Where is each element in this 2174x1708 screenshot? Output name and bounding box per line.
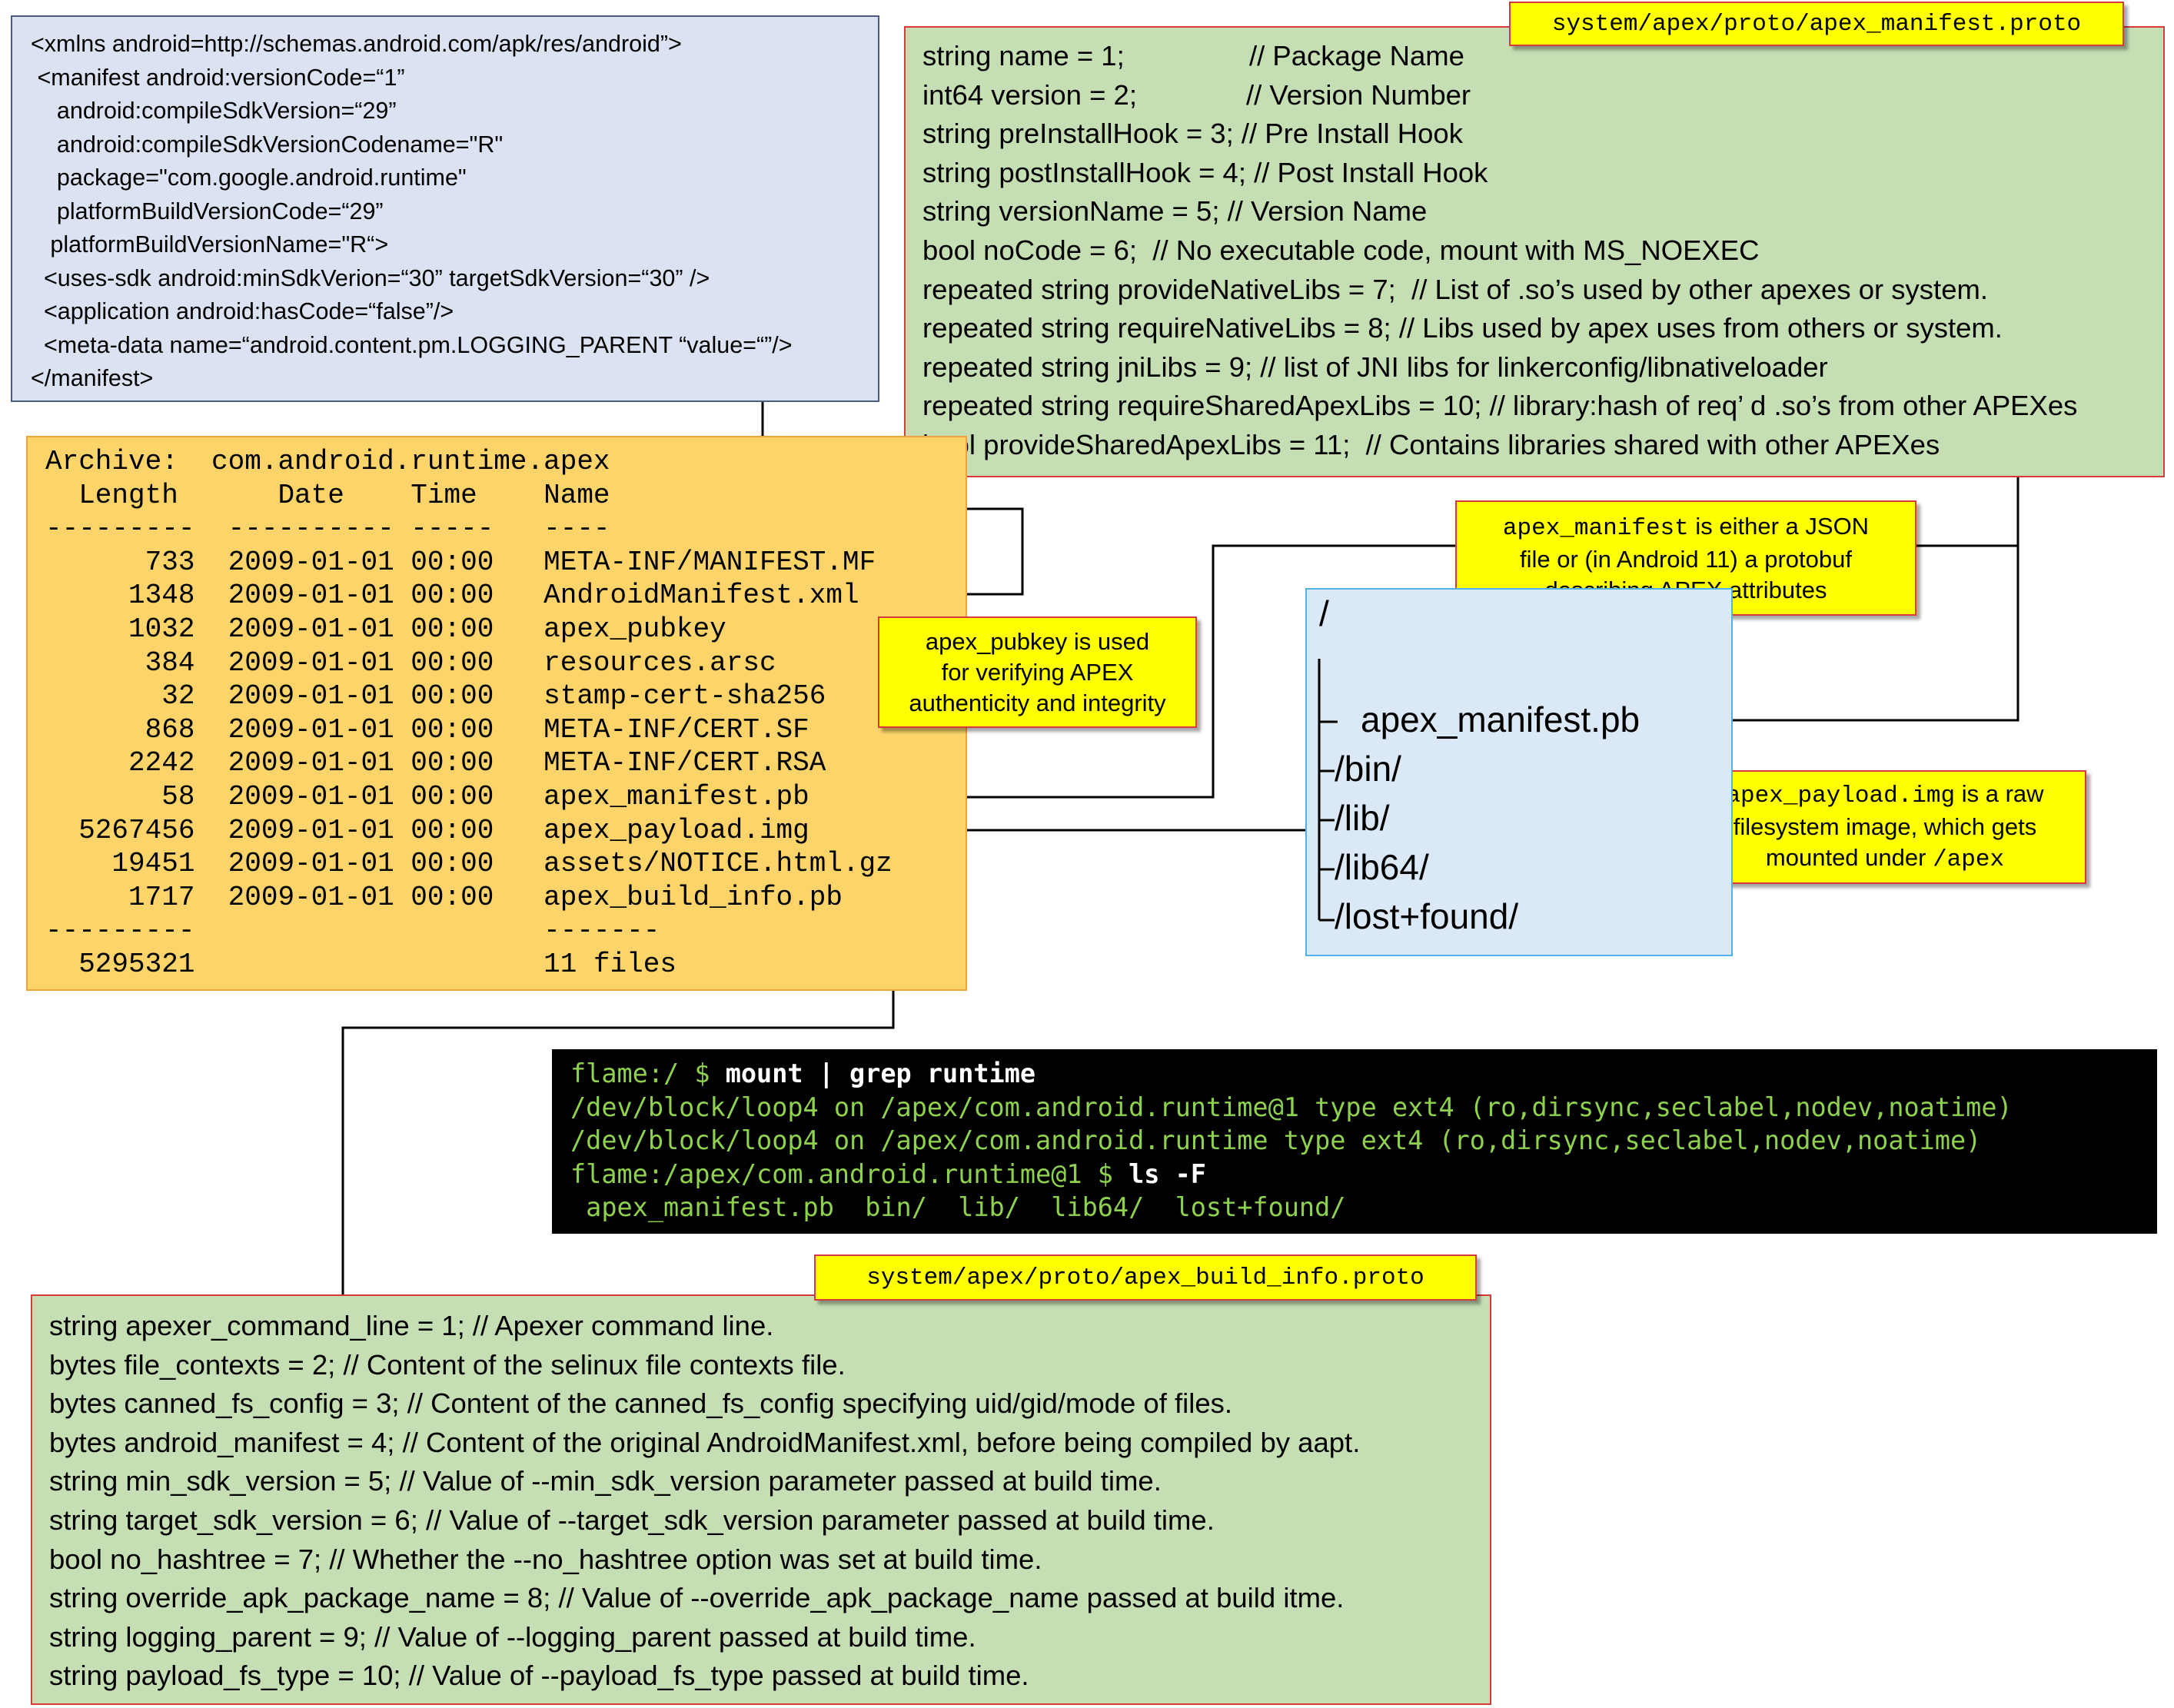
archive-line: 32 2009-01-01 00:00 stamp-cert-sha256 <box>45 680 826 713</box>
proto-line: string apexer_command_line = 1; // Apexe… <box>49 1310 774 1341</box>
xml-line: <xmlns android=http://schemas.android.co… <box>31 31 682 57</box>
archive-line: 58 2009-01-01 00:00 apex_manifest.pb <box>45 780 809 812</box>
archive-line: 1348 2009-01-01 00:00 AndroidManifest.xm… <box>45 580 859 612</box>
note-text: mounted under <box>1765 844 1933 871</box>
tree-item: apex_manifest.pb <box>1361 699 1640 739</box>
proto-line: bytes android_manifest = 4; // Content o… <box>49 1426 1361 1458</box>
proto-line: repeated string jniLibs = 9; // list of … <box>922 351 1828 383</box>
xml-line: <application android:hasCode=“false”/> <box>31 298 454 324</box>
note-line: for verifying APEX <box>941 658 1134 686</box>
tree-lines <box>1318 659 1338 922</box>
xml-line: android:compileSdkVersion=“29” <box>31 98 397 124</box>
proto-line: string name = 1; // Package Name <box>922 40 1464 71</box>
android-manifest-xml-box: <xmlns android=http://schemas.android.co… <box>11 15 879 402</box>
connector-manifest-note-to-proto <box>1916 477 2019 547</box>
proto-line: string preInstallHook = 3; // Pre Instal… <box>922 118 1463 150</box>
xml-line: package="com.google.android.runtime" <box>31 164 467 191</box>
note-code: apex_payload.img <box>1726 783 1956 809</box>
archive-line: --------- ------- <box>45 915 660 947</box>
proto-line: bytes file_contexts = 2; // Content of t… <box>49 1348 846 1381</box>
terminal-output-line: apex_manifest.pb bin/ lib/ lib64/ lost+f… <box>570 1192 1346 1222</box>
archive-line: 1032 2009-01-01 00:00 apex_pubkey <box>45 613 726 645</box>
xml-line: </manifest> <box>31 365 154 391</box>
proto-line: string min_sdk_version = 5; // Value of … <box>49 1465 1162 1497</box>
apex-manifest-proto-label: system/apex/proto/apex_manifest.proto <box>1509 2 2124 46</box>
apex-manifest-proto-box: string name = 1; // Package Name int64 v… <box>904 26 2165 477</box>
apex-build-info-proto-label: system/apex/proto/apex_build_info.proto <box>814 1254 1477 1301</box>
proto-line: string target_sdk_version = 6; // Value … <box>49 1504 1215 1536</box>
proto-line: bool no_hashtree = 7; // Whether the --n… <box>49 1543 1042 1575</box>
terminal-output-line: /dev/block/loop4 on /apex/com.android.ru… <box>570 1092 2013 1122</box>
proto-line: string payload_fs_type = 10; // Value of… <box>49 1660 1029 1692</box>
terminal-output: flame:/ $ mount | grep runtime /dev/bloc… <box>552 1049 2157 1234</box>
proto-line: bool noCode = 6; // No executable code, … <box>922 234 1760 266</box>
proto-line: bytes canned_fs_config = 3; // Content o… <box>49 1387 1233 1420</box>
xml-line: platformBuildVersionName="R“> <box>31 231 389 258</box>
connector-tree-to-proto <box>1684 546 2019 722</box>
xml-line: android:compileSdkVersionCodename="R" <box>31 131 504 158</box>
proto-line: int64 version = 2; // Version Number <box>922 78 1471 111</box>
proto-line: string postInstallHook = 4; // Post Inst… <box>922 156 1488 188</box>
proto-line: repeated string requireSharedApexLibs = … <box>922 390 2078 422</box>
apex-archive-listing: Archive: com.android.runtime.apex Length… <box>26 436 967 991</box>
apex-payload-note: apex_payload.img is a raw filesystem ima… <box>1684 770 2086 884</box>
xml-line: platformBuildVersionCode=“29” <box>31 198 384 224</box>
proto-line: string logging_parent = 9; // Value of -… <box>49 1620 976 1653</box>
note-code: apex_manifest <box>1502 514 1689 542</box>
archive-line: 868 2009-01-01 00:00 META-INF/CERT.SF <box>45 713 809 746</box>
xml-line: <manifest android:versionCode=“1” <box>31 64 405 91</box>
terminal-command: mount | grep runtime <box>725 1058 1036 1088</box>
archive-line: 5295321 11 files <box>45 948 676 980</box>
terminal-output-line: /dev/block/loop4 on /apex/com.android.ru… <box>570 1125 1982 1155</box>
xml-line: <meta-data name=“android.content.pm.LOGG… <box>31 331 793 358</box>
tree-item: /bin/ <box>1335 749 1401 789</box>
archive-line: 5267456 2009-01-01 00:00 apex_payload.im… <box>45 814 809 846</box>
proto-line: repeated string requireNativeLibs = 8; /… <box>922 312 2003 344</box>
proto-line: repeated string provideNativeLibs = 7; /… <box>922 273 1989 305</box>
connector-manifest-note-to-archive <box>832 544 1455 799</box>
xml-line: <uses-sdk android:minSdkVerion=“30” targ… <box>31 264 710 291</box>
note-line: apex_pubkey is used <box>925 627 1150 655</box>
terminal-prompt: flame:/ $ <box>570 1058 726 1088</box>
apex-build-info-proto-box: string apexer_command_line = 1; // Apexe… <box>31 1294 1491 1705</box>
tree-item: /lost+found/ <box>1335 896 1519 936</box>
note-line: filesystem image, which gets <box>1733 813 2037 840</box>
tree-item: /lib64/ <box>1335 847 1429 887</box>
archive-line: --------- ---------- ----- ---- <box>45 513 610 545</box>
payload-filesystem-tree: / apex_manifest.pb /bin/ /lib/ /lib64/ /… <box>1305 588 1733 956</box>
tree-item: /lib/ <box>1335 798 1390 838</box>
tree-root: / <box>1319 593 1329 633</box>
note-code: /apex <box>1933 846 2005 873</box>
note-text: is a raw <box>1955 780 2044 807</box>
note-line: file or (in Android 11) a protobuf <box>1520 545 1852 573</box>
proto-line: bool provideSharedApexLibs = 11; // Cont… <box>922 428 1940 460</box>
archive-line: 2242 2009-01-01 00:00 META-INF/CERT.RSA <box>45 747 826 779</box>
archive-line: Archive: com.android.runtime.apex <box>45 446 610 477</box>
apex-pubkey-note: apex_pubkey is used for verifying APEX a… <box>878 616 1197 728</box>
archive-line: 1717 2009-01-01 00:00 apex_build_info.pb <box>45 881 843 913</box>
archive-line: 19451 2009-01-01 00:00 assets/NOTICE.htm… <box>45 848 893 880</box>
archive-line: Length Date Time Name <box>45 479 610 511</box>
terminal-prompt: flame:/apex/com.android.runtime@1 $ <box>570 1158 1129 1189</box>
note-line: authenticity and integrity <box>909 689 1166 716</box>
terminal-command: ls -F <box>1129 1158 1206 1189</box>
note-text: is either a JSON <box>1688 512 1870 540</box>
archive-line: 384 2009-01-01 00:00 resources.arsc <box>45 646 776 679</box>
proto-line: string override_apk_package_name = 8; //… <box>49 1582 1345 1614</box>
proto-line: string versionName = 5; // Version Name <box>922 195 1428 228</box>
archive-line: 733 2009-01-01 00:00 META-INF/MANIFEST.M… <box>45 546 876 578</box>
